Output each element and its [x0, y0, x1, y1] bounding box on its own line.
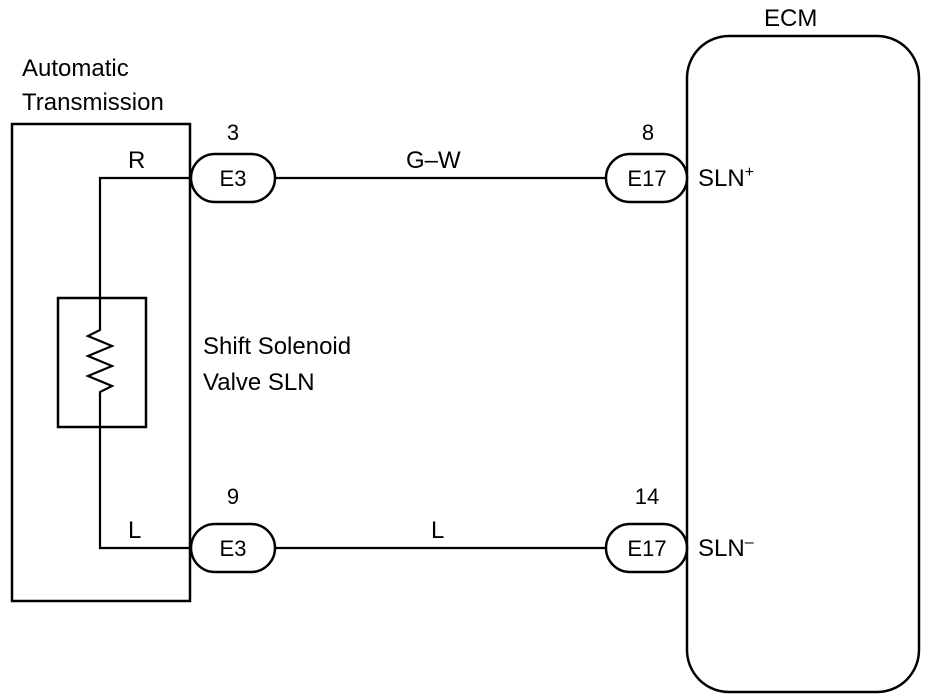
solenoid-label-line1: Shift Solenoid [203, 333, 351, 360]
ecm-terminal-sln-minus-sign: – [745, 534, 754, 551]
ecm-terminal-sln-minus: SLN– [698, 534, 754, 562]
ecm-box [685, 34, 921, 694]
solenoid-label-line2: Valve SLN [203, 369, 315, 396]
wire-color-gw: G–W [406, 147, 461, 174]
connector-e3-top-name: E3 [220, 166, 247, 191]
ecm-terminal-sln-plus-sign: + [745, 164, 754, 181]
solenoid-box [56, 296, 148, 429]
ecm-terminal-sln-plus: SLN+ [698, 164, 754, 192]
ecm-terminal-sln-plus-base: SLN [698, 165, 745, 192]
connector-e3-bottom [189, 522, 277, 574]
at-label-line2: Transmission [22, 89, 164, 116]
wire-color-r: R [128, 147, 145, 174]
connector-e3-bottom-name: E3 [220, 536, 247, 561]
connector-e3-top [189, 152, 277, 204]
resistor-icon [85, 298, 115, 427]
wire-color-l-outer: L [431, 517, 444, 544]
wire-color-l-inner: L [128, 517, 141, 544]
connector-e17-top-pin: 8 [642, 120, 654, 145]
internal-wire-bottom [98, 427, 190, 550]
connector-e3-top-pin: 3 [227, 120, 239, 145]
ecm-terminal-sln-minus-base: SLN [698, 535, 745, 562]
connector-e17-bottom-pin: 14 [635, 484, 659, 509]
connector-e17-bottom-name: E17 [627, 536, 666, 561]
at-label-line1: Automatic [22, 55, 129, 82]
internal-wire-top [98, 176, 190, 298]
ecm-label: ECM [764, 5, 817, 32]
connector-e17-top [604, 152, 689, 204]
connector-e17-bottom [604, 522, 689, 574]
connector-e3-bottom-pin: 9 [227, 484, 239, 509]
automatic-transmission-box [10, 122, 192, 603]
connector-e17-top-name: E17 [627, 166, 666, 191]
